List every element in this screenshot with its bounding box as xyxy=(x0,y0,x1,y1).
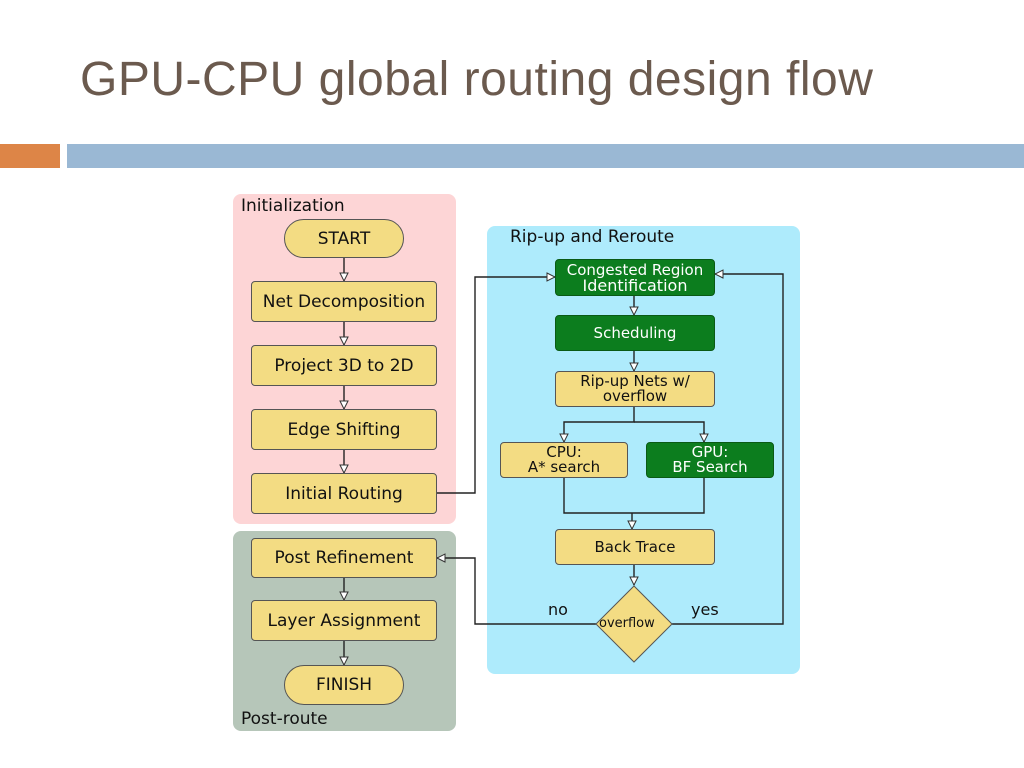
overflow-decision-diamond xyxy=(595,585,673,663)
header-accent-orange xyxy=(0,144,60,168)
no-edge-label: no xyxy=(548,600,568,619)
congested-line-2: Identification xyxy=(582,275,688,295)
cpu-line-1: CPU: xyxy=(546,443,582,461)
page-title: GPU-CPU global routing design flow xyxy=(80,53,874,106)
congested-line-1: Congested Region xyxy=(566,260,704,279)
start-node: START xyxy=(284,219,404,258)
rip-up-line-2: overflow xyxy=(602,387,668,405)
gpu-bf-search-node: GPU: BF Search xyxy=(646,442,774,478)
edge-shifting-node: Edge Shifting xyxy=(251,409,437,450)
gpu-line-2: BF Search xyxy=(672,458,748,476)
cpu-line-2: A* search xyxy=(527,458,601,476)
yes-edge-label: yes xyxy=(691,600,719,619)
post-route-label: Post-route xyxy=(241,709,328,729)
layer-assignment-node: Layer Assignment xyxy=(251,600,437,641)
project-3d-to-2d-node: Project 3D to 2D xyxy=(251,345,437,386)
scheduling-node: Scheduling xyxy=(555,315,715,351)
post-refinement-node: Post Refinement xyxy=(251,538,437,578)
header-accent-blue xyxy=(67,144,1024,168)
rip-up-line-1: Rip-up Nets w/ xyxy=(580,372,690,390)
rip-up-nets-node: Rip-up Nets w/ overflow xyxy=(555,371,715,407)
gpu-line-1: GPU: xyxy=(691,443,729,461)
rip-up-reroute-label: Rip-up and Reroute xyxy=(510,227,675,247)
back-trace-node: Back Trace xyxy=(555,529,715,565)
finish-node: FINISH xyxy=(284,665,404,705)
cpu-a-star-search-node: CPU: A* search xyxy=(500,442,628,478)
congested-region-identification-node: Congested Region Identification xyxy=(555,259,715,296)
overflow-decision-label: overflow xyxy=(599,616,655,631)
initialization-label: Initialization xyxy=(241,196,345,216)
initial-routing-node: Initial Routing xyxy=(251,473,437,514)
net-decomposition-node: Net Decomposition xyxy=(251,281,437,322)
